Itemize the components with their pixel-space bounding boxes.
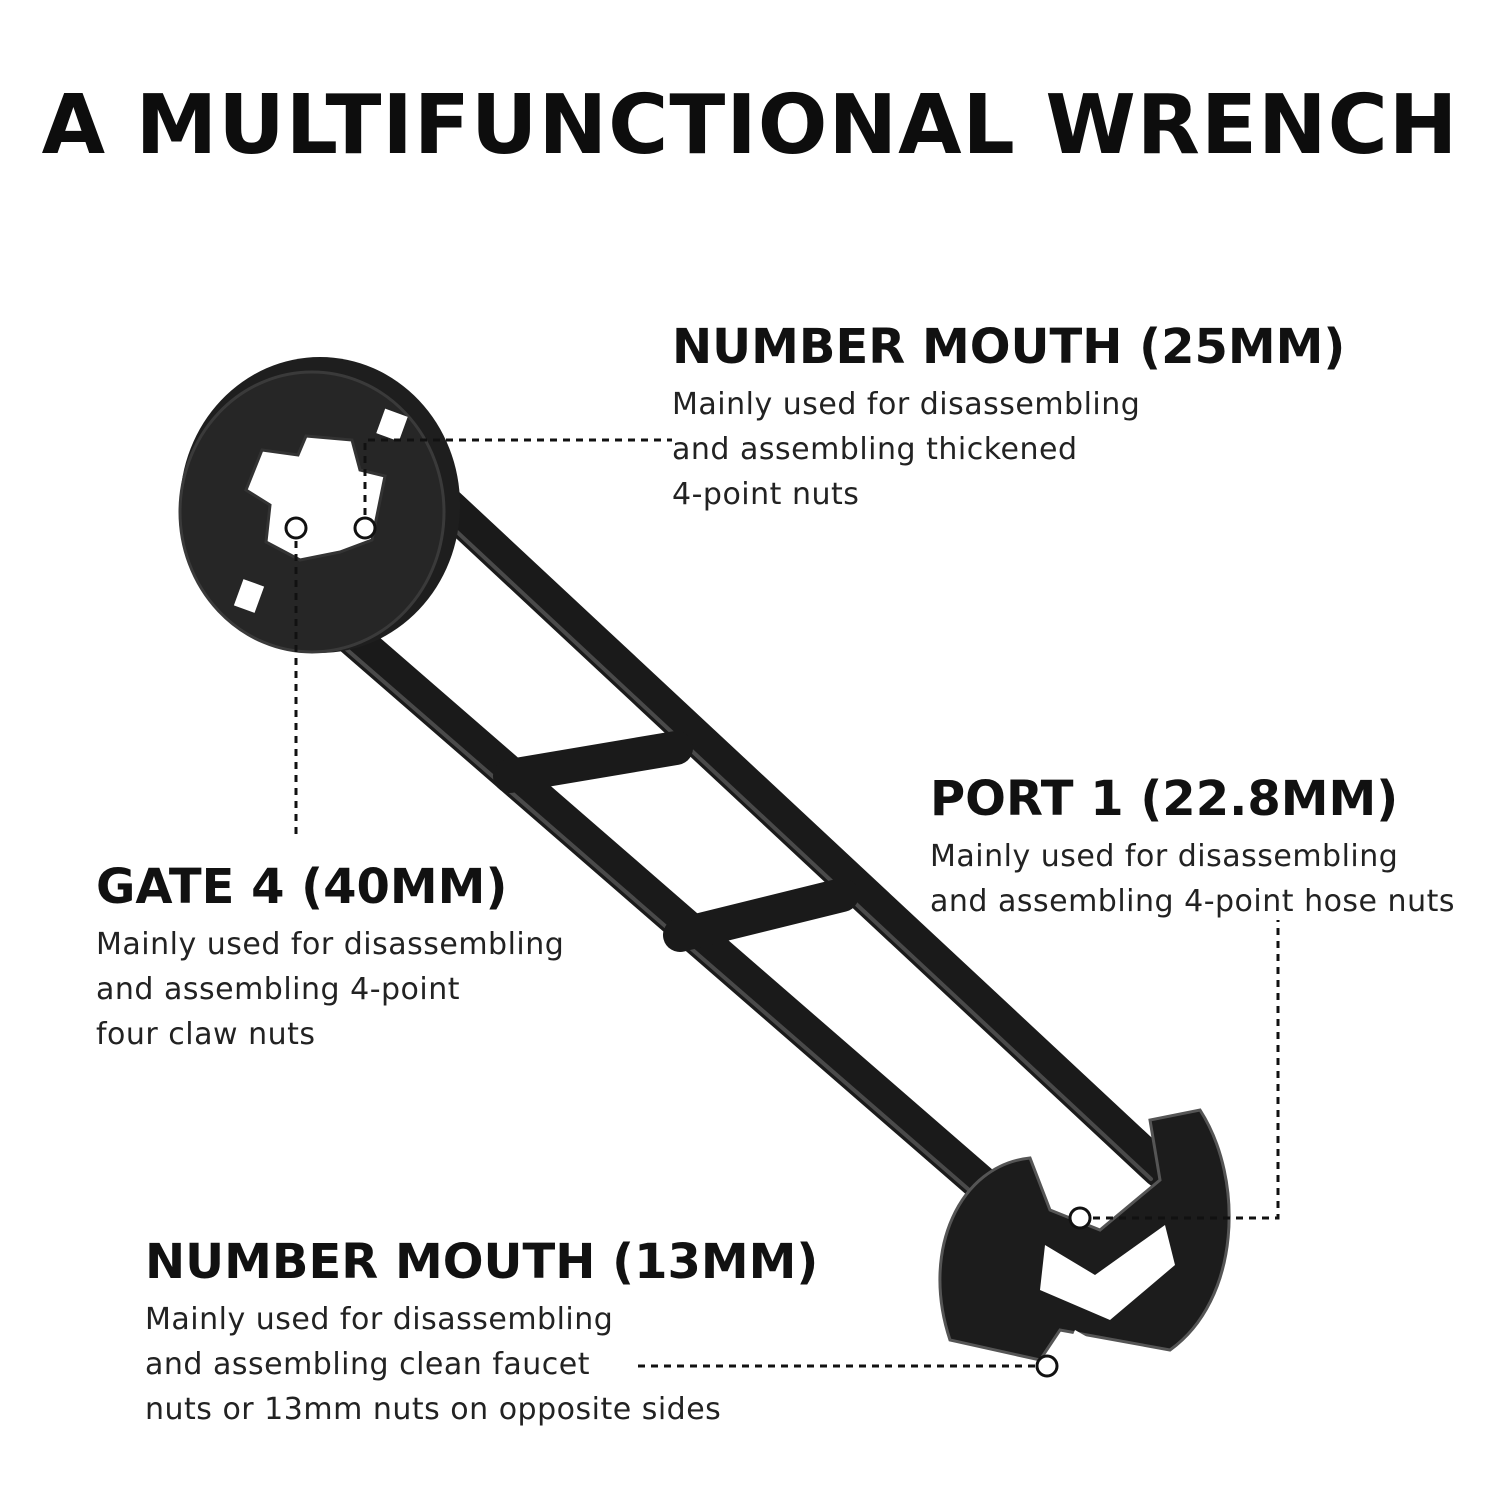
callout-number-mouth-13mm: NUMBER MOUTH (13MM) Mainly used for disa… xyxy=(145,1233,818,1432)
callout-heading: NUMBER MOUTH (13MM) xyxy=(145,1234,819,1290)
description-line: Mainly used for disassembling xyxy=(145,1302,614,1337)
callout-description: Mainly used for disassembling and assemb… xyxy=(672,382,1345,517)
left-bar xyxy=(222,522,1018,1218)
callout-heading: PORT 1 (22.8MM) xyxy=(930,771,1399,827)
wrench-side-bars xyxy=(222,462,1178,1218)
leader-lines xyxy=(294,438,1280,1368)
callout-description: Mainly used for disassembling and assemb… xyxy=(145,1297,818,1432)
description-line: and assembling 4-point hose nuts xyxy=(930,884,1455,919)
rung-lower xyxy=(663,878,859,952)
callout-heading: NUMBER MOUTH (25MM) xyxy=(672,319,1346,375)
description-line: Mainly used for disassembling xyxy=(672,387,1141,422)
description-line: nuts or 13mm nuts on opposite sides xyxy=(145,1392,722,1427)
top-ring-head xyxy=(178,357,460,654)
description-line: four claw nuts xyxy=(96,1017,316,1052)
dot-40mm xyxy=(284,516,308,540)
leader-22mm xyxy=(1080,920,1280,1220)
dot-25mm xyxy=(353,516,377,540)
leader-dots xyxy=(284,516,1092,1378)
callout-number-mouth-25mm: NUMBER MOUTH (25MM) Mainly used for disa… xyxy=(672,318,1345,517)
wrench-rungs xyxy=(493,731,859,952)
rung-upper xyxy=(493,731,693,793)
dot-22mm xyxy=(1068,1206,1092,1230)
callout-description: Mainly used for disassembling and assemb… xyxy=(930,834,1455,924)
description-line: Mainly used for disassembling xyxy=(96,927,565,962)
bottom-claw-head xyxy=(938,1108,1231,1380)
leader-25mm xyxy=(363,438,672,528)
callout-heading: GATE 4 (40MM) xyxy=(96,859,508,915)
right-bar xyxy=(402,462,1178,1188)
description-line: and assembling 4-point xyxy=(96,972,461,1007)
page-title: A MULTIFUNCTIONAL WRENCH xyxy=(41,78,1459,173)
description-line: Mainly used for disassembling xyxy=(930,839,1399,874)
callout-description: Mainly used for disassembling and assemb… xyxy=(96,922,564,1057)
description-line: and assembling thickened xyxy=(672,432,1078,467)
callout-gate-4: GATE 4 (40MM) Mainly used for disassembl… xyxy=(96,858,564,1057)
callout-port-1: PORT 1 (22.8MM) Mainly used for disassem… xyxy=(930,770,1455,924)
description-line: 4-point nuts xyxy=(672,477,860,512)
description-line: and assembling clean faucet xyxy=(145,1347,590,1382)
dot-13mm xyxy=(1035,1354,1059,1378)
